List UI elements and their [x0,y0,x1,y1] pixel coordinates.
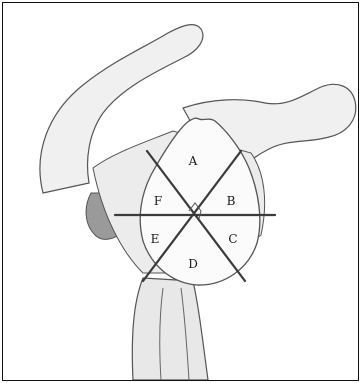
figure-frame: A B C D E F [2,2,359,381]
region-label-f: F [154,194,162,208]
region-label-a: A [188,154,198,168]
region-label-d: D [188,257,198,271]
region-label-b: B [227,194,236,208]
scapula-glenoid-diagram: A B C D E F [3,3,358,380]
scapula-lateral-border [132,278,208,380]
region-label-c: C [228,232,237,246]
region-label-e: E [151,232,160,246]
